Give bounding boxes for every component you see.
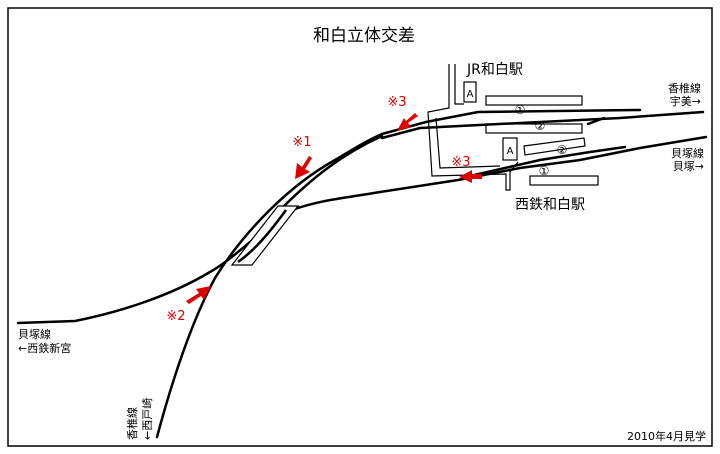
kashii-line-track [155,132,384,439]
arrow-1-icon [295,156,312,179]
kaizuka-west-line-name: 貝塚線 [18,327,51,341]
overpass-track [237,209,288,264]
jr-platform-2-number: ② [535,119,546,133]
jr-exit-box [463,81,477,103]
jr-exit-label: A [467,89,474,100]
jr-platform-lower [485,123,583,134]
station-building-outline [427,64,519,191]
kaizuka-west-direction: ←西鉄新宮 [18,341,71,355]
kashii-east-direction: 宇美→ [670,95,701,108]
nishitetsu-platform-lower [529,175,599,186]
kashii-east-line-name: 香椎線 [668,81,701,95]
jr-platform-1-number: ① [515,103,526,117]
jr-platform-upper [485,95,583,106]
marker-3-jr-label: ※3 [387,95,406,110]
jr-track-2 [380,110,705,140]
view-arrows [186,113,482,304]
map-frame [7,7,713,447]
nishitetsu-exit-label: A [507,146,514,157]
visit-date-note: 2010年4月見学 [627,429,706,443]
arrow-2-icon [186,286,211,304]
jr-station-name: JR和白駅 [466,62,523,78]
arrow-3-jr-icon [397,113,418,131]
marker-3-nishitetsu-label: ※3 [451,155,470,170]
marker-2-label: ※2 [166,309,185,324]
kashii-south-line-name: 香椎線 [125,407,139,440]
kashii-branch-track [278,134,384,212]
arrow-3-nishitetsu-icon [459,170,482,183]
map-title: 和白立体交差 [313,26,415,46]
jr-siding [586,116,606,126]
kaizuka-line-track-2 [468,145,627,178]
nishitetsu-platform-upper [523,137,586,156]
nishitetsu-platform-2-number: ② [557,143,568,157]
marker-1-label: ※1 [292,135,311,150]
nishitetsu-exit-box [502,137,518,161]
nishitetsu-station-name: 西鉄和白駅 [515,197,585,213]
nishitetsu-platform-1-number: ① [539,164,550,178]
kaizuka-east-direction: 貝塚→ [673,160,704,173]
kaizuka-east-line-name: 貝塚線 [671,146,704,160]
kashii-south-direction: ←西戸崎 [140,398,154,440]
